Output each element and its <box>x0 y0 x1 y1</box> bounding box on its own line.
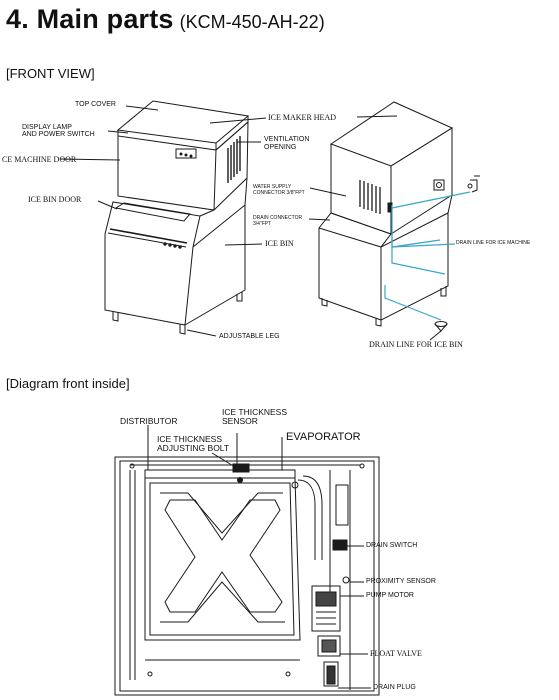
label-ice-thickness-sensor-2: SENSOR <box>222 416 258 426</box>
float-valve <box>317 635 341 657</box>
model-number: (KCM-450-AH-22) <box>179 12 325 32</box>
label-ventilation-2: OPENING <box>264 144 297 151</box>
label-drain-switch: DRAIN SWITCH <box>366 542 418 549</box>
label-ice-bin-door: ICE BIN DOOR <box>28 195 82 204</box>
distributor-bar <box>144 469 296 479</box>
label-display-lamp-1: DISPLAY LAMP <box>22 124 72 131</box>
evaporator-frame <box>144 477 301 641</box>
label-ice-maker-head: ICE MAKER HEAD <box>268 113 336 122</box>
label-proximity-sensor: PROXIMITY SENSOR <box>366 578 436 585</box>
label-water-supply-1: WATER SUPPLY <box>253 184 292 190</box>
label-evaporator: EVAPORATOR <box>286 431 361 443</box>
evaporator-rib <box>164 499 283 613</box>
ice-bin-front-outline <box>104 234 194 326</box>
label-drain-line-machine: DRAIN LINE FOR ICE MACHINE <box>456 240 531 246</box>
ice-machine-drain-line <box>391 232 446 275</box>
pump-motor <box>311 585 341 632</box>
label-ventilation-1: VENTILATION <box>264 136 310 143</box>
ice-bin-drain-line <box>384 285 442 321</box>
label-float-valve: FLOAT VALVE <box>370 649 422 658</box>
label-water-supply-2: CONNECTOR 3/8"FPT <box>253 190 305 196</box>
page-heading: 4. Main parts(KCM-450-AH-22) <box>6 4 325 35</box>
label-ice-thickness-sensor-1: ICE THICKNESS <box>222 407 288 417</box>
label-ice-thickness-bolt-1: ICE THICKNESS <box>157 434 223 444</box>
section-front-view: [FRONT VIEW] <box>6 66 95 81</box>
label-display-lamp-2: AND POWER SWITCH <box>22 131 95 138</box>
section-diagram-front-inside: [Diagram front inside] <box>6 376 130 391</box>
cabinet-outline <box>114 456 380 696</box>
label-adjustable-leg: ADJUSTABLE LEG <box>219 333 280 340</box>
tap-icon <box>467 175 480 193</box>
label-top-cover: TOP COVER <box>75 101 116 108</box>
page-title: 4. Main parts <box>6 4 174 34</box>
label-drain-connector-2: 3/4"FPT <box>253 221 272 227</box>
ice-machine-door-outline <box>117 136 217 211</box>
label-drain-connector-1: DRAIN CONNECTOR <box>253 215 303 221</box>
label-ice-bin: ICE BIN <box>265 239 294 248</box>
label-ice-machine-door: CE MACHINE DOOR <box>2 155 77 164</box>
drain-plug <box>323 661 339 687</box>
proximity-sensor <box>342 576 350 584</box>
drain-switch <box>332 539 348 551</box>
label-drain-plug: DRAIN PLUG <box>373 684 416 691</box>
label-pump-motor: PUMP MOTOR <box>366 592 414 599</box>
label-drain-line-bin: DRAIN LINE FOR ICE BIN <box>369 340 463 349</box>
label-ice-thickness-bolt-2: ADJUSTING BOLT <box>157 443 230 453</box>
ice-thickness-sensor <box>232 463 250 473</box>
label-distributor: DISTRIBUTOR <box>120 416 178 426</box>
